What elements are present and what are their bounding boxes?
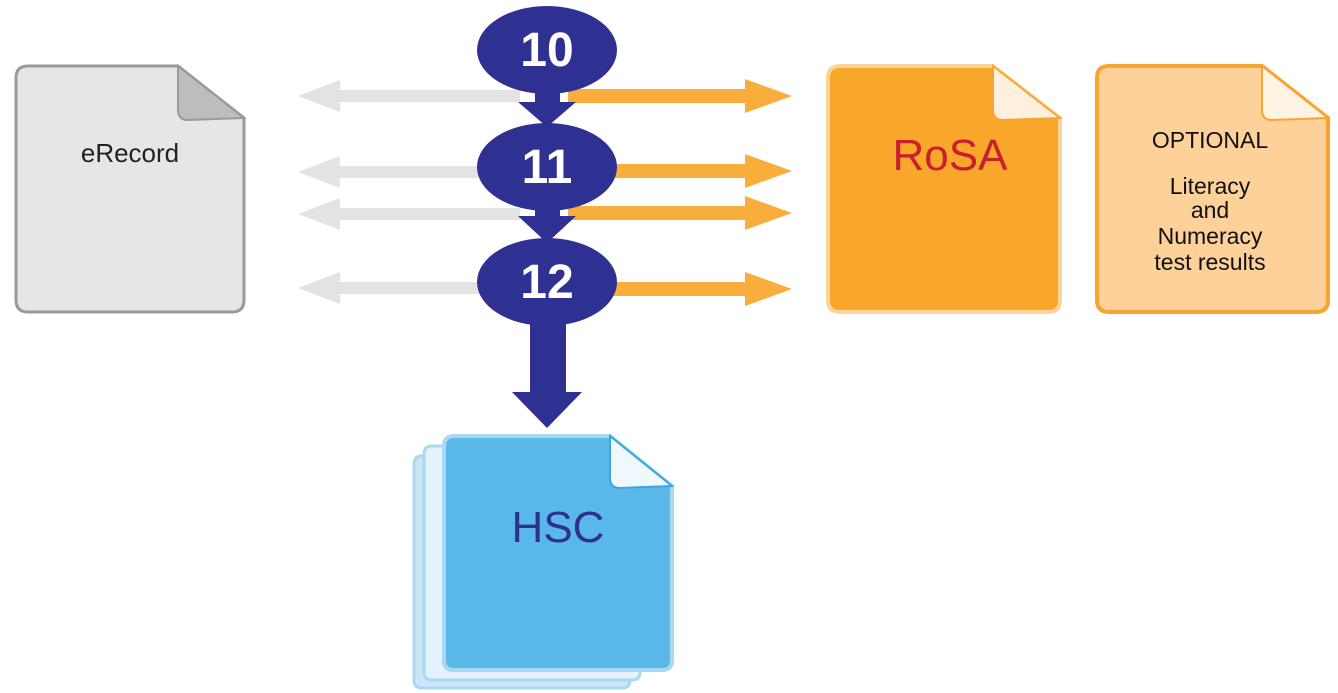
optional-line-literacy: Literacy (1170, 173, 1251, 199)
arrow-left-3 (298, 198, 520, 230)
rosa-page-fold (992, 63, 1063, 122)
arrow-left-2 (298, 156, 490, 188)
year-timeline (477, 6, 617, 428)
arrow-right-3 (568, 196, 792, 230)
optional-document: OPTIONAL Literacy and Numeracy test resu… (1095, 63, 1331, 314)
arrow-right-2 (610, 154, 792, 188)
timeline-arrow-12-hsc (512, 318, 582, 428)
hsc-front-sheet (442, 434, 674, 672)
optional-line-and: and (1191, 197, 1229, 223)
timeline-arrow-10-11 (518, 80, 576, 127)
rosa-label: RoSA (893, 131, 1009, 180)
erecord-label: eRecord (81, 138, 179, 168)
arrow-left-4 (298, 272, 490, 304)
erecord-document: eRecord (14, 63, 247, 314)
erecord-page-fold (177, 63, 247, 122)
year-12-label: 12 (520, 256, 573, 309)
hsc-label: HSC (512, 503, 605, 552)
arrow-right-1 (568, 79, 792, 113)
year-12-node (477, 238, 617, 326)
rosa-arrows (568, 79, 792, 306)
year-11-label: 11 (522, 141, 573, 194)
hsc-document-stack: HSC (412, 433, 675, 690)
optional-line-test-results: test results (1154, 249, 1265, 275)
arrow-left-1 (298, 80, 520, 112)
arrow-right-4 (610, 272, 792, 306)
year-10-node (477, 6, 617, 94)
optional-line-numeracy: Numeracy (1158, 223, 1263, 249)
timeline-arrow-11-12 (518, 190, 576, 243)
optional-page-fold (1261, 63, 1331, 122)
erecord-arrows (298, 80, 520, 304)
rosa-document: RoSA (826, 63, 1063, 314)
year-10-label: 10 (520, 24, 573, 77)
hsc-page-fold (609, 433, 675, 490)
year-11-node (477, 123, 617, 211)
optional-heading: OPTIONAL (1152, 127, 1269, 153)
